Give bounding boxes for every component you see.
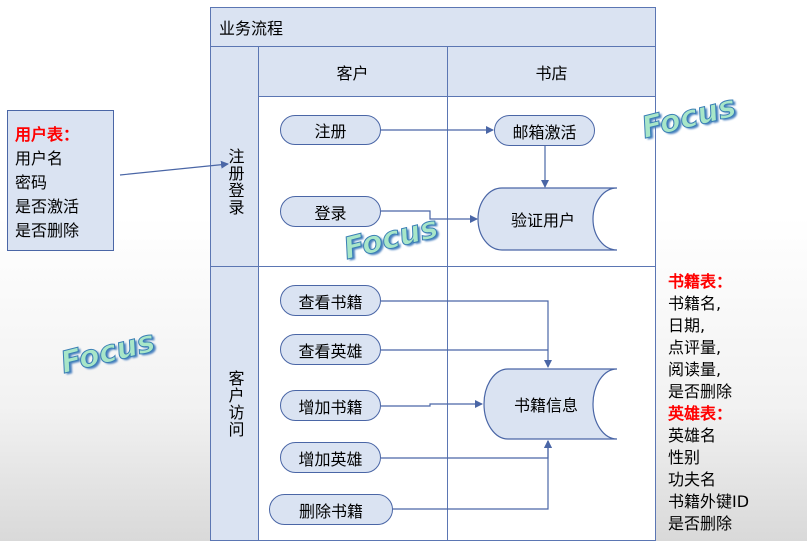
hero-table-field: 是否删除 xyxy=(668,514,733,533)
view-heroes-node[interactable]: 查看英雄 xyxy=(280,334,381,365)
delete-book-arrow xyxy=(393,440,552,510)
email-activate-node[interactable]: 邮箱激活 xyxy=(494,115,595,146)
book-hero-table-note: 书籍表： 书籍名, 日期, 点评量, 阅读量, 是否删除 英雄表： 英雄名 性别… xyxy=(668,271,807,535)
user-table-connector xyxy=(119,160,229,176)
diagram-title: 业务流程 xyxy=(210,7,656,47)
hero-table-field: 书籍外键ID xyxy=(668,492,750,511)
row-label-register-login: 注册登录 xyxy=(225,147,245,216)
book-table-field: 日期, xyxy=(668,316,706,335)
user-table-field: 用户名 xyxy=(15,149,64,168)
user-table-note: 用户表： 用户名 密码 是否激活 是否删除 xyxy=(7,110,114,251)
user-table-field: 是否删除 xyxy=(15,221,80,240)
row-header-column xyxy=(210,46,259,541)
verify-user-node[interactable]: 验证用户 xyxy=(510,211,575,230)
add-book-arrow xyxy=(381,400,483,408)
book-info-node[interactable]: 书籍信息 xyxy=(513,396,578,415)
view-books-node[interactable]: 查看书籍 xyxy=(280,285,381,316)
book-info-store-shape xyxy=(483,368,618,440)
column-header-customer: 客户 xyxy=(336,63,369,83)
book-table-field: 阅读量, xyxy=(668,360,722,379)
user-table-field: 密码 xyxy=(15,173,48,192)
hero-table-field: 性别 xyxy=(668,448,701,467)
row-label-customer-access: 客户访问 xyxy=(225,370,245,438)
column-header-row xyxy=(258,46,656,97)
column-divider xyxy=(447,46,448,541)
book-table-field: 书籍名, xyxy=(668,294,722,313)
column-header-bookstore: 书店 xyxy=(535,63,568,83)
user-table-field: 是否激活 xyxy=(15,197,80,216)
user-table-title: 用户表： xyxy=(15,125,80,144)
hero-table-field: 功夫名 xyxy=(668,470,717,489)
login-to-verify-arrow xyxy=(381,210,478,223)
book-table-field: 点评量, xyxy=(668,338,722,357)
row-divider xyxy=(210,266,656,267)
delete-book-node[interactable]: 删除书籍 xyxy=(269,494,393,525)
hero-table-title: 英雄表： xyxy=(668,404,733,423)
verify-user-store-shape xyxy=(477,187,618,251)
login-node[interactable]: 登录 xyxy=(280,196,381,227)
add-book-node[interactable]: 增加书籍 xyxy=(280,390,381,421)
view-books-arrow xyxy=(381,300,552,368)
book-table-field: 是否删除 xyxy=(668,382,733,401)
add-hero-arrow xyxy=(381,440,552,459)
book-table-title: 书籍表： xyxy=(668,272,733,291)
add-hero-node[interactable]: 增加英雄 xyxy=(280,442,381,473)
hero-table-field: 英雄名 xyxy=(668,426,717,445)
register-node[interactable]: 注册 xyxy=(280,115,381,145)
